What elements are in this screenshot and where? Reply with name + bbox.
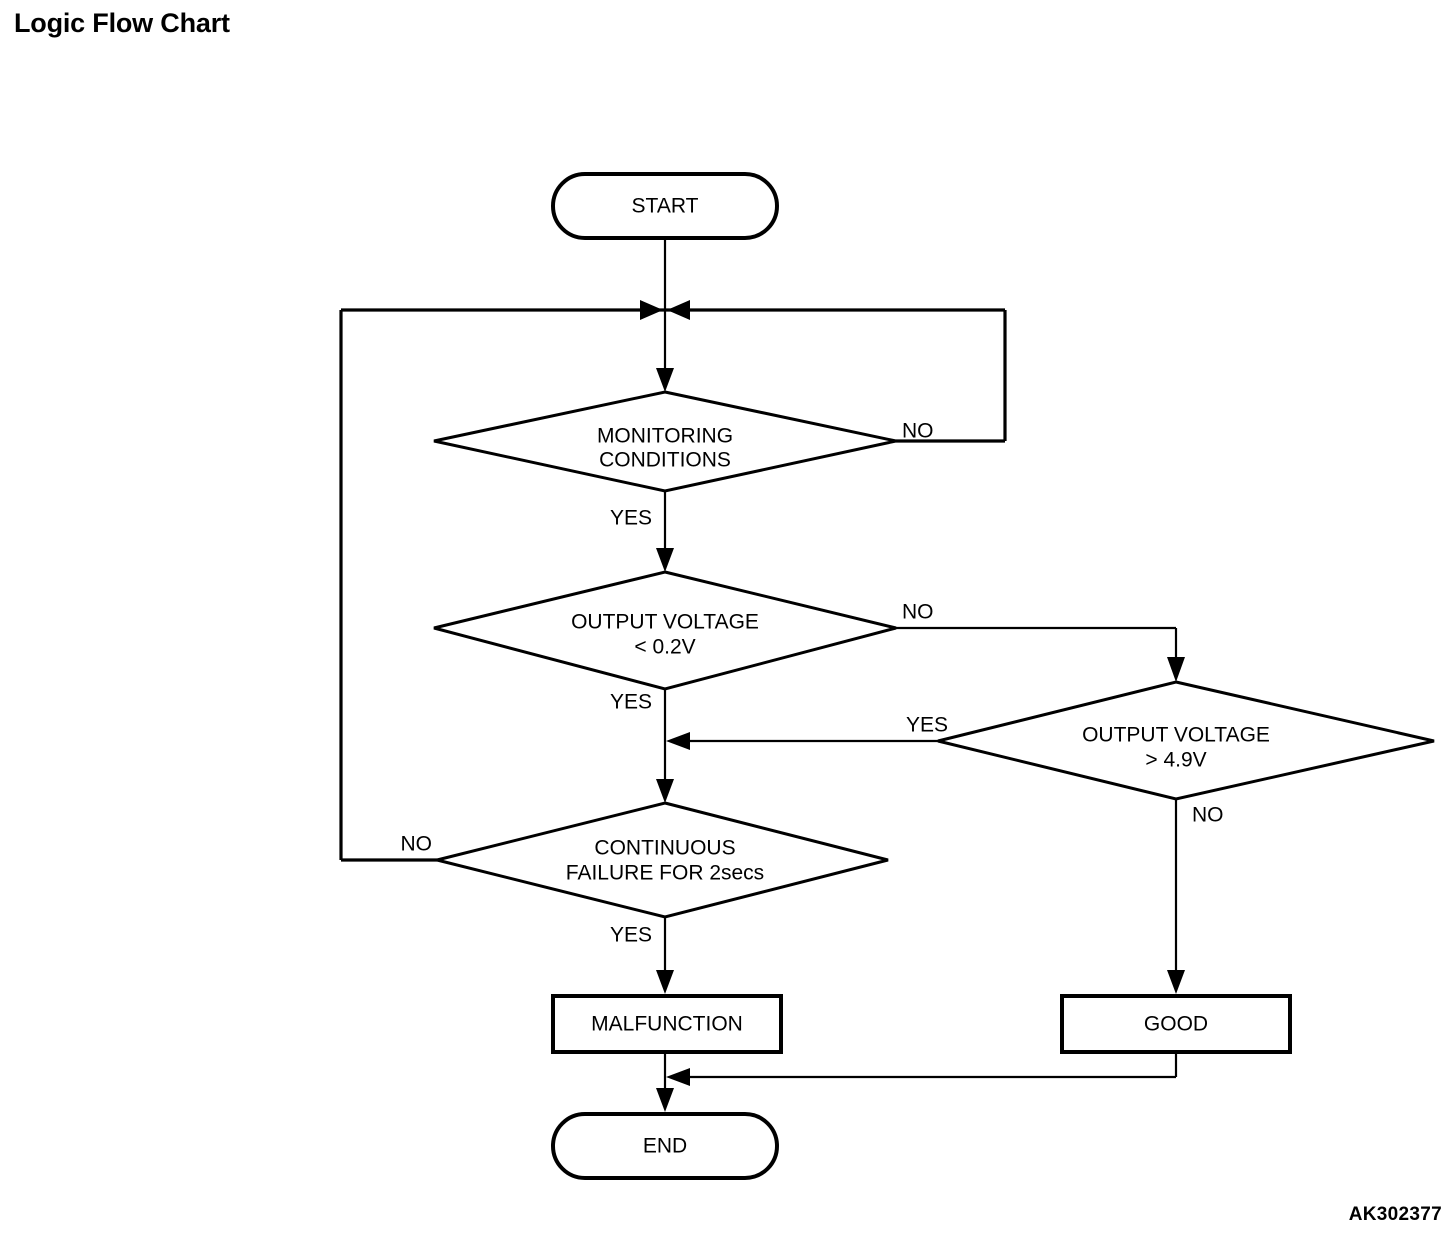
voltage-high-label-line2: > 4.9V <box>1145 749 1206 772</box>
arrowhead-good-merge <box>666 1068 690 1086</box>
arrowhead-to-malfunction <box>656 970 674 994</box>
edge-label-monitoring-no: NO <box>902 420 934 443</box>
edge-label-voltlow-yes: YES <box>610 691 652 714</box>
start-terminator-shape <box>551 172 779 240</box>
node-good[interactable]: GOOD <box>1060 994 1292 1054</box>
good-box-shape <box>1060 994 1292 1054</box>
node-start[interactable]: START <box>551 172 779 240</box>
node-output-voltage-low[interactable]: OUTPUT VOLTAGE < 0.2V <box>433 570 897 691</box>
node-end[interactable]: END <box>551 1112 779 1180</box>
voltage-low-decision-shape <box>433 570 897 691</box>
continuous-failure-label-line2: FAILURE FOR 2secs <box>566 862 764 885</box>
node-continuous-failure[interactable]: CONTINUOUS FAILURE FOR 2secs <box>436 801 889 919</box>
voltage-high-decision-shape <box>937 680 1435 801</box>
monitoring-label-line2: CONDITIONS <box>599 449 731 472</box>
end-label: END <box>643 1135 687 1158</box>
arrowhead-to-continuous <box>656 779 674 803</box>
continuous-failure-label-line1: CONTINUOUS <box>594 837 735 860</box>
arrowhead-to-monitoring <box>656 368 674 392</box>
arrowhead-loop-left <box>640 300 663 320</box>
monitoring-label-line1: MONITORING <box>597 425 733 448</box>
edge-label-voltlow-no: NO <box>902 601 934 624</box>
continuous-failure-decision-shape <box>436 801 889 919</box>
good-label: GOOD <box>1144 1013 1208 1036</box>
voltage-low-label-line1: OUTPUT VOLTAGE <box>571 611 759 634</box>
arrowhead-volthigh-yes-merge <box>666 732 690 750</box>
voltage-low-label-line2: < 0.2V <box>634 636 695 659</box>
arrowhead-to-good <box>1167 970 1185 994</box>
end-terminator-shape <box>551 1112 779 1180</box>
figure-id-label: AK302377 <box>1348 1204 1442 1225</box>
malfunction-box-shape <box>551 994 783 1054</box>
arrowhead-to-volt-low <box>656 548 674 572</box>
page-title: Logic Flow Chart <box>14 8 230 38</box>
node-monitoring-conditions[interactable]: MONITORING CONDITIONS <box>433 390 897 493</box>
voltage-high-label-line1: OUTPUT VOLTAGE <box>1082 724 1270 747</box>
edge-label-continuous-yes: YES <box>610 924 652 947</box>
edge-label-continuous-no: NO <box>401 833 433 856</box>
edge-label-volthigh-no: NO <box>1192 804 1224 827</box>
arrowhead-to-end <box>656 1088 674 1112</box>
arrowhead-to-volt-high <box>1167 657 1185 682</box>
arrowhead-loop-right <box>667 300 690 320</box>
node-output-voltage-high[interactable]: OUTPUT VOLTAGE > 4.9V <box>937 680 1435 801</box>
edge-label-monitoring-yes: YES <box>610 507 652 530</box>
monitoring-decision-shape <box>433 390 897 493</box>
malfunction-label: MALFUNCTION <box>591 1013 743 1036</box>
edge-label-volthigh-yes: YES <box>906 714 948 737</box>
start-label: START <box>632 195 699 218</box>
node-malfunction[interactable]: MALFUNCTION <box>551 994 783 1054</box>
